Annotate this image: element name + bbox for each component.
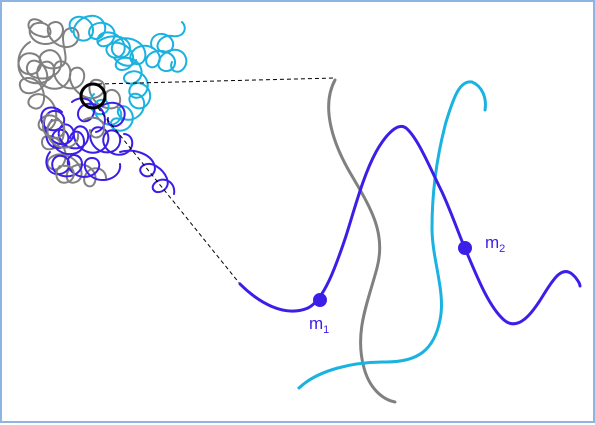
monomer-m2-label: m2 bbox=[485, 233, 505, 255]
grey-coil-2 bbox=[17, 41, 122, 110]
monomer-m1-dot bbox=[313, 293, 327, 307]
highlight-circle bbox=[79, 82, 107, 110]
cyan-coil bbox=[68, 14, 152, 132]
blue-coil bbox=[40, 106, 134, 182]
zoom-guide-upper bbox=[97, 77, 336, 85]
monomer-m1-label: m1 bbox=[309, 314, 329, 336]
zoom-guide-lower bbox=[97, 107, 241, 285]
cyan-coil-2 bbox=[97, 21, 188, 73]
blue-chain-zoomed bbox=[238, 125, 582, 326]
grey-coil-3 bbox=[41, 113, 106, 184]
grey-chain-zoomed bbox=[327, 78, 397, 404]
tangled-coil-cluster bbox=[17, 14, 188, 195]
blue-coil-2 bbox=[45, 97, 176, 195]
cyan-chain-zoomed bbox=[297, 80, 487, 390]
monomer-m2-dot bbox=[458, 241, 472, 255]
